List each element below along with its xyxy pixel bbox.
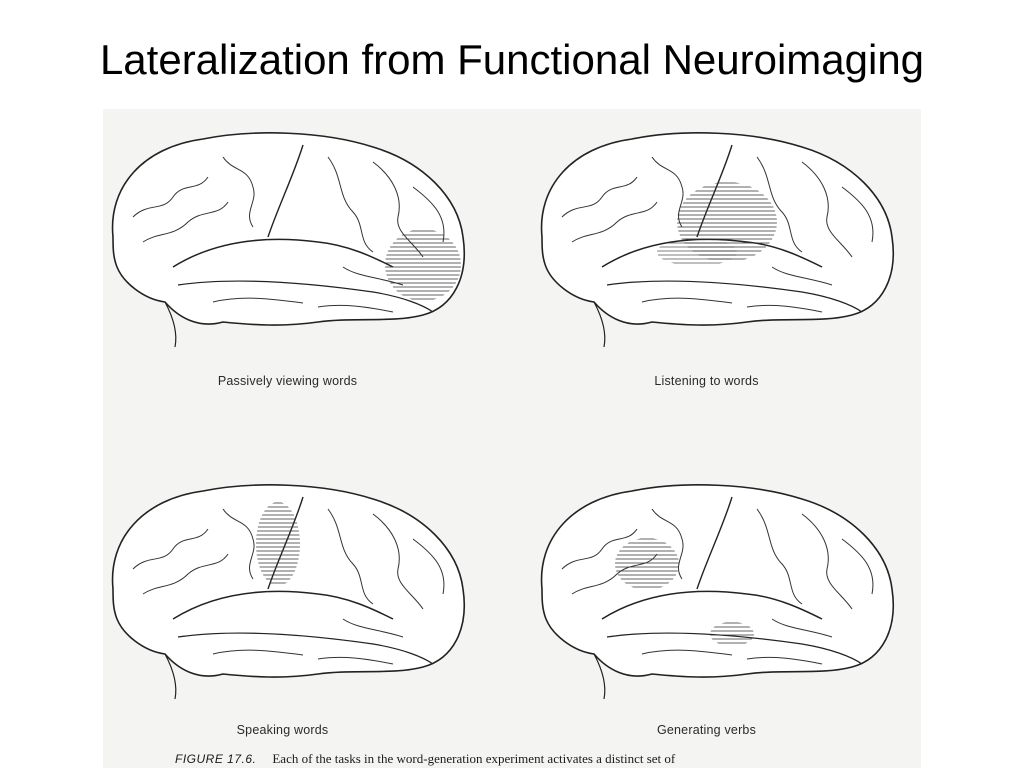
- figure-caption-text: Each of the tasks in the word-generation…: [272, 751, 676, 766]
- activation-region: [615, 538, 679, 590]
- panel-caption: Listening to words: [654, 374, 759, 388]
- brain-illustration: [111, 484, 466, 700]
- figure-scan: Passively viewing words Listening to wor…: [103, 109, 921, 768]
- panel-speaking-words: Speaking words: [103, 469, 512, 768]
- panel-generating-verbs: Generating verbs: [512, 469, 921, 768]
- panel-viewing-words: Passively viewing words: [103, 109, 512, 419]
- figure-label: FIGURE 17.6.: [175, 752, 257, 766]
- brain-illustration: [111, 132, 466, 348]
- activation-region: [385, 229, 461, 301]
- panel-listening-words: Listening to words: [512, 109, 921, 419]
- panel-caption: Speaking words: [236, 723, 329, 737]
- panel-caption: Generating verbs: [656, 723, 757, 737]
- activation-region: [710, 622, 754, 646]
- activation-region: [256, 502, 300, 586]
- figure-caption: FIGURE 17.6. Each of the tasks in the wor…: [175, 751, 915, 767]
- panel-caption: Passively viewing words: [217, 374, 358, 388]
- brain-illustration: [540, 484, 895, 700]
- activation-region: [657, 238, 737, 266]
- brain-illustration: [540, 132, 895, 348]
- slide-title: Lateralization from Functional Neuroimag…: [99, 36, 925, 83]
